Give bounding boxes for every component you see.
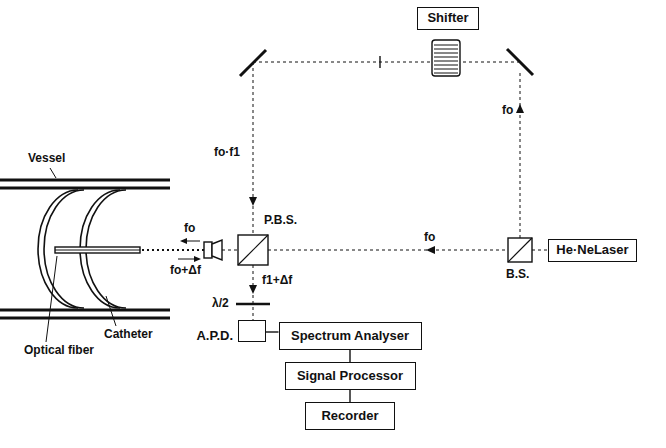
frequency-label: f1+Δf (262, 274, 292, 288)
component-label: λ/2 (212, 297, 229, 311)
equipment-box: He·NeLaser (548, 239, 637, 262)
signal-cable (349, 350, 350, 362)
lens (204, 242, 212, 258)
arrowhead (194, 256, 201, 262)
arrowhead (426, 246, 435, 254)
optical-fiber-dotted (142, 249, 204, 251)
component-label: B.S. (506, 268, 529, 282)
laser-beam (253, 62, 520, 63)
box-label: Spectrum Analyser (291, 329, 409, 343)
leader-line (46, 256, 57, 342)
box-label: Recorder (321, 409, 378, 423)
beam-splitter (508, 238, 532, 262)
leader-line (106, 296, 116, 326)
vessel-wall (0, 309, 170, 312)
signal-cable (266, 331, 279, 332)
beam-stop-mark (379, 56, 380, 68)
half-wave-plate (236, 303, 270, 305)
arrowhead (180, 238, 187, 244)
laser-beam (253, 62, 254, 235)
part-label: Vessel (28, 152, 65, 166)
frequency-label: fo+Δf (170, 264, 201, 278)
frequency-label: fo (502, 104, 513, 118)
box-label: A.P.D. (196, 329, 233, 343)
splitter-diagonal (508, 238, 532, 262)
lens (212, 240, 222, 260)
box-label: Signal Processor (297, 369, 403, 383)
leader-line (50, 168, 56, 178)
component-label: P.B.S. (264, 214, 297, 228)
part-label: Catheter (104, 328, 153, 342)
equipment-box: Spectrum Analyser (279, 322, 422, 350)
equipment-box: Recorder (305, 402, 395, 430)
beam-direction-arrow (178, 259, 196, 260)
vessel-wall (0, 317, 170, 320)
vessel-wall (0, 187, 170, 190)
catheter-shaft (55, 247, 140, 253)
vessel-wall (0, 179, 170, 182)
equipment-box: Signal Processor (285, 362, 416, 390)
box-label: Shifter (427, 11, 468, 25)
arrowhead (249, 285, 257, 294)
optical-fiber (55, 250, 140, 251)
part-label: Optical fiber (24, 344, 94, 358)
shifter-stripes (434, 45, 458, 73)
frequency-label: fo (424, 231, 435, 245)
frequency-shifter-symbol (432, 40, 460, 76)
mirror (507, 49, 533, 75)
laser-beam (222, 250, 238, 251)
equipment-box: Shifter (417, 7, 479, 30)
detector-box: A.P.D. (238, 320, 266, 342)
arrowhead (516, 104, 524, 113)
mirror (240, 50, 266, 76)
arrowhead (249, 197, 257, 206)
frequency-label: fo·f1 (214, 146, 240, 160)
laser-beam (520, 70, 521, 238)
box-label: He·NeLaser (556, 243, 628, 257)
laser-beam (268, 250, 508, 251)
signal-cable (349, 390, 350, 402)
laser-beam (532, 250, 548, 251)
polarizing-beam-splitter (238, 235, 268, 265)
splitter-diagonal (238, 235, 268, 265)
frequency-label: fo (184, 222, 195, 236)
